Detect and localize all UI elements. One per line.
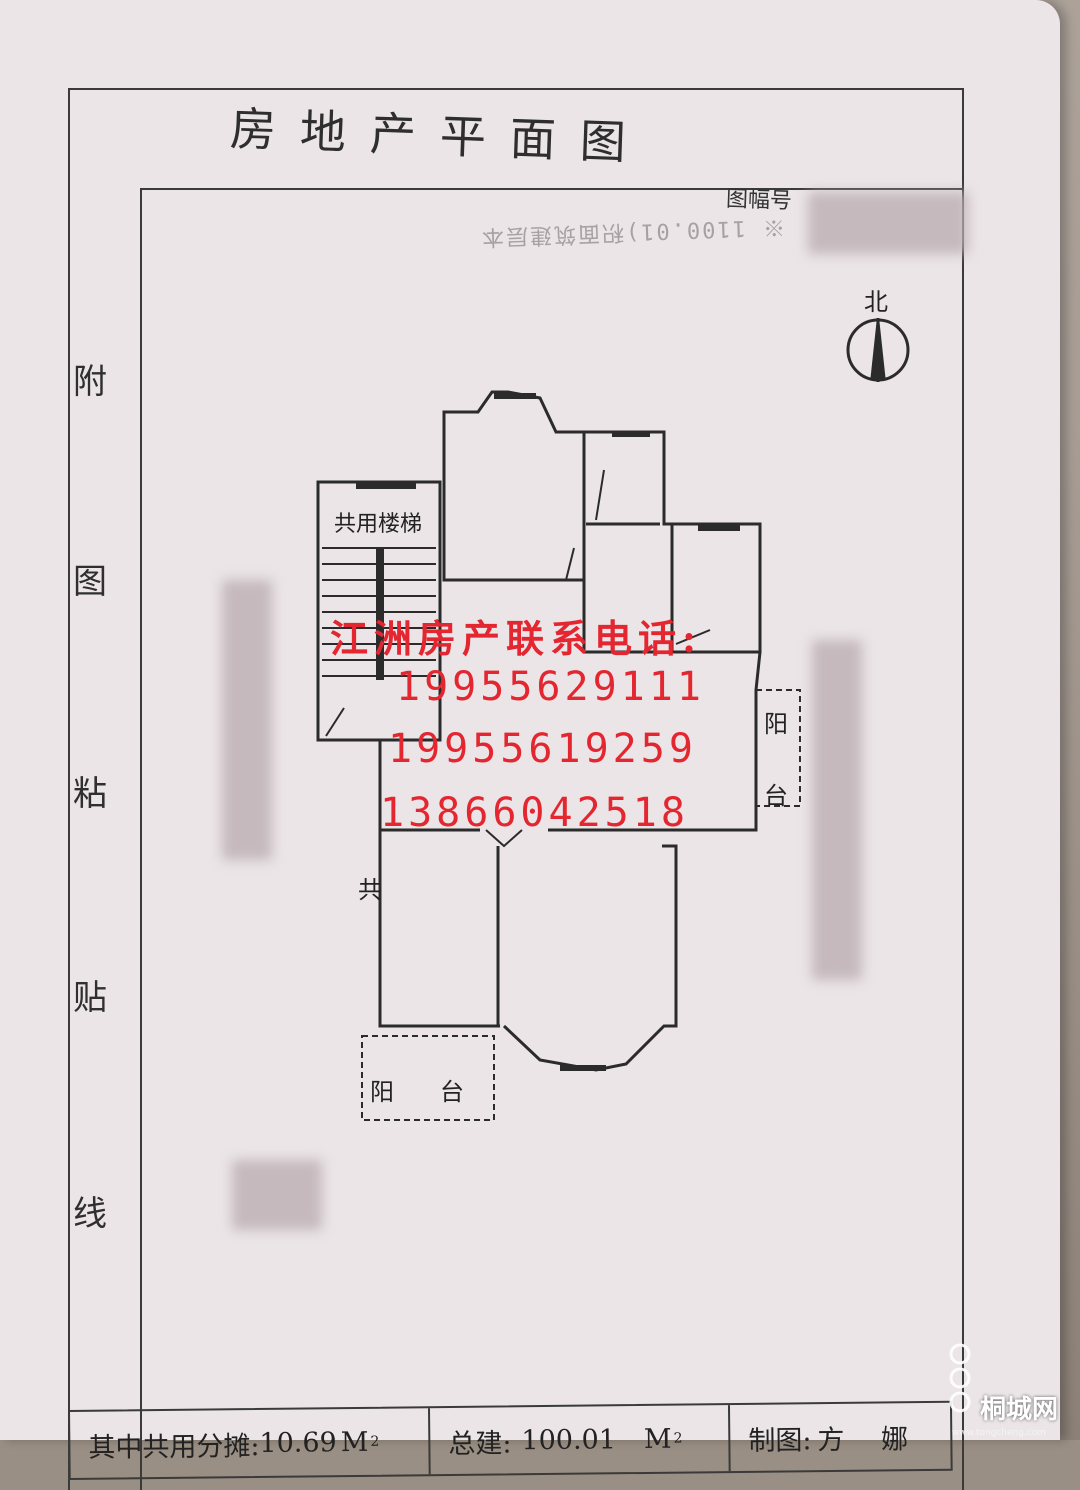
kitchen-door-swing — [595, 469, 605, 521]
total-area-cell: 总建: 100.01 M 2 — [430, 1405, 731, 1475]
living-right-wall — [548, 651, 762, 832]
site-watermark: 桐城网 — [979, 1395, 1058, 1425]
redaction-sheet-number — [808, 192, 968, 254]
phone-number-2[interactable]: 19955619259 — [388, 726, 697, 772]
side-label-5: 线 — [73, 1194, 107, 1234]
drafter-cell: 制图: 方 娜 — [730, 1403, 951, 1471]
stair-door-swing — [325, 707, 345, 737]
bottom-balcony-outline — [361, 1035, 495, 1121]
side-label-2: 图 — [73, 562, 107, 602]
corridor-arrow — [485, 829, 523, 848]
phone-number-1[interactable]: 19955629111 — [396, 664, 705, 710]
bottom-balcony-label-1: 阳 — [370, 1078, 394, 1106]
shared-area-unit-sup: 2 — [370, 1433, 380, 1450]
phone-number-3[interactable]: 13866042518 — [380, 790, 689, 836]
drafter-label: 制图: — [748, 1424, 812, 1457]
side-label-3: 粘 — [73, 774, 107, 814]
total-area-value: 100.01 — [521, 1423, 617, 1456]
floor-plan-drawing — [316, 318, 910, 1121]
redaction-left — [222, 580, 272, 860]
north-arrow-icon — [870, 321, 886, 380]
shared-label: 共 — [358, 876, 382, 904]
shared-area-unit: M — [340, 1426, 369, 1458]
redaction-right — [812, 640, 862, 980]
right-balcony-outline — [756, 689, 801, 807]
shared-area-value: 10.69 — [259, 1426, 337, 1459]
right-balcony-label-1: 阳 — [764, 710, 788, 738]
right-balcony-label-2: 台 — [764, 782, 788, 810]
ring-logo-icon — [949, 1343, 971, 1413]
north-label: 北 — [864, 288, 888, 316]
side-label-1: 附 — [73, 362, 107, 402]
lower-bedroom-wall — [502, 844, 678, 1072]
living-left-wall — [378, 580, 500, 1028]
total-area-label: 总建: — [448, 1427, 512, 1460]
upper-door-swing — [565, 547, 575, 581]
inner-frame — [140, 188, 962, 1490]
upper-bedroom-wall — [442, 390, 586, 582]
total-area-unit: M — [643, 1423, 672, 1455]
shared-area-cell: 其中共用分摊: 10.69 M 2 — [70, 1408, 431, 1478]
outer-frame — [68, 88, 964, 1490]
drafter-name: 方 娜 — [817, 1423, 923, 1456]
kitchen-wall — [582, 430, 762, 654]
bottom-balcony-label-2: 台 — [440, 1078, 464, 1106]
total-area-unit-sup: 2 — [673, 1430, 683, 1447]
shared-area-label: 其中共用分摊: — [88, 1430, 260, 1464]
contact-title: 江洲房产联系电话: — [330, 616, 703, 661]
redaction-bottom — [232, 1160, 322, 1230]
bath-door-swing — [675, 629, 711, 645]
site-watermark-url: www.tongcheng.com — [951, 1428, 1046, 1438]
stair-label: 共用楼梯 — [334, 512, 423, 537]
side-label-4: 贴 — [73, 978, 107, 1018]
area-summary-table: 其中共用分摊: 10.69 M 2 总建: 100.01 M 2 制图: 方 娜 — [68, 1400, 953, 1480]
